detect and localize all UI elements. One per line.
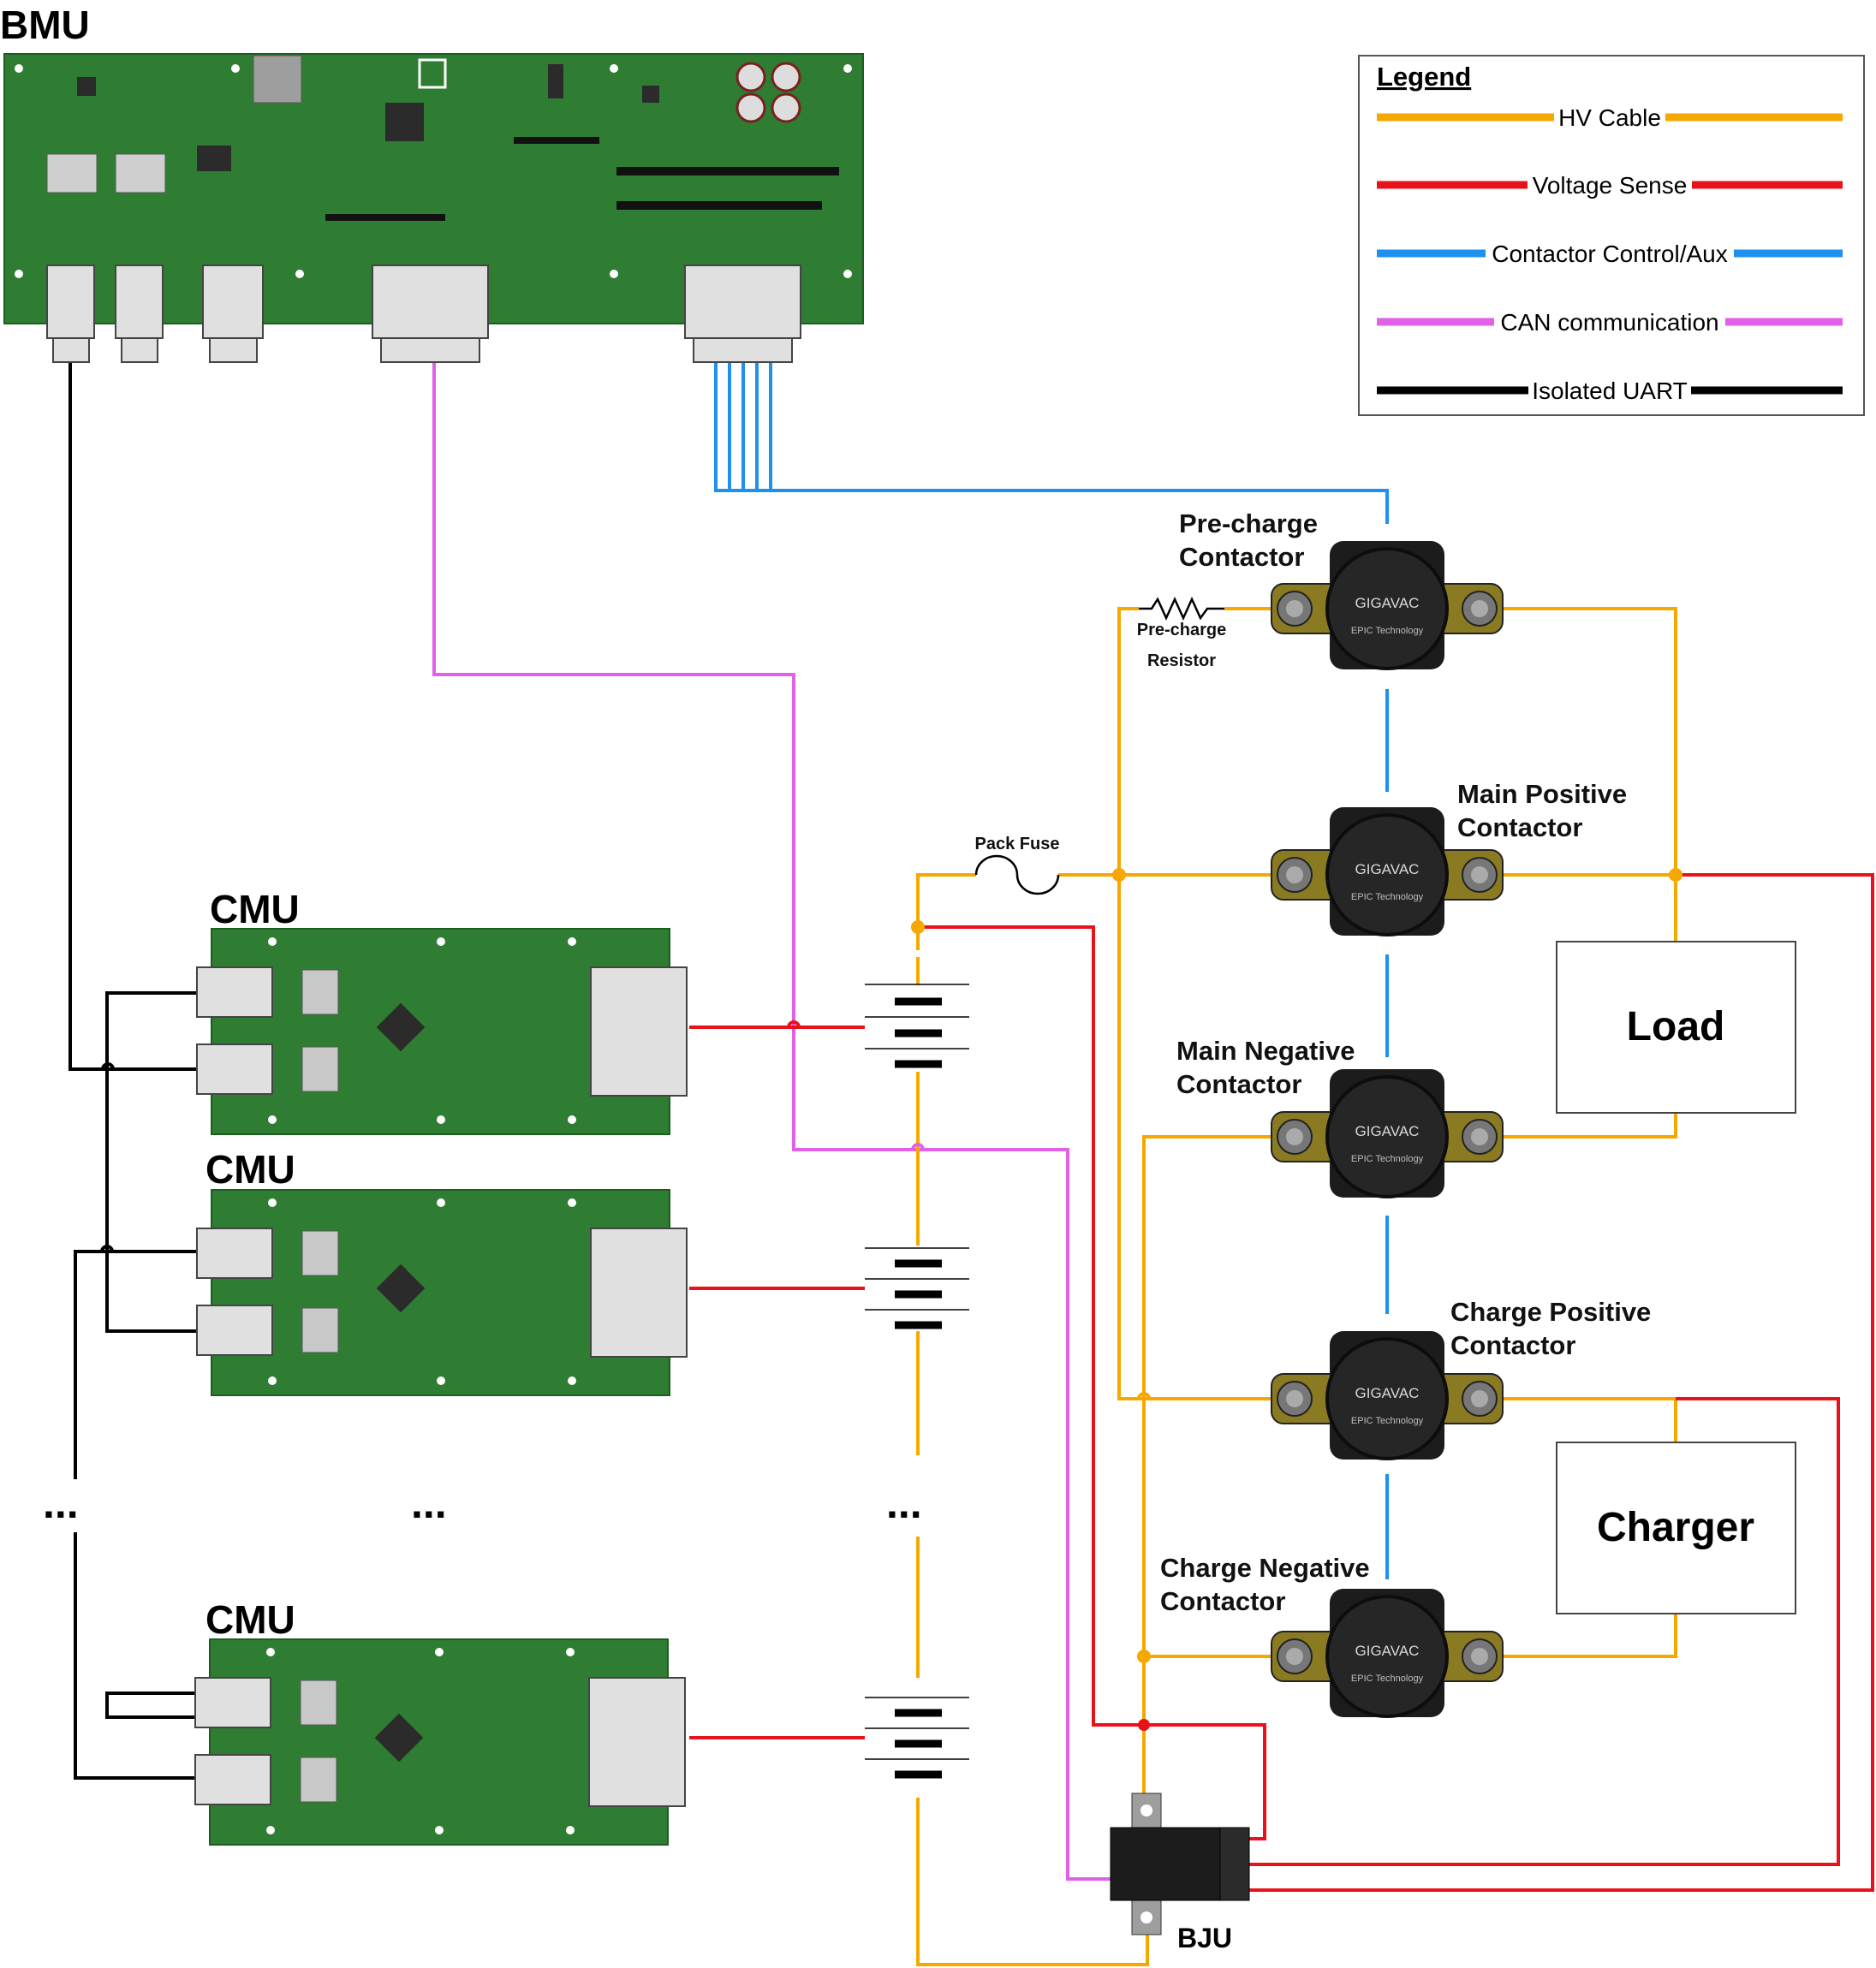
battery-cell (865, 1697, 969, 1779)
contactor-label-line2: Contactor (1176, 1069, 1301, 1099)
load-box: Load (1556, 941, 1796, 1114)
cmu-title: CMU (205, 1597, 295, 1642)
contactor-label-line1: Pre-charge (1179, 508, 1318, 538)
legend: Legend HV Cable Voltage Sense Contactor … (1358, 55, 1865, 416)
contactor-label-line1: Charge Negative (1160, 1553, 1370, 1583)
cmu-board-3: CMU (194, 1597, 686, 1846)
contactor-sub: EPIC Technology (1351, 626, 1424, 636)
ellipsis-cells: ... (886, 1479, 922, 1527)
contactor-brand: GIGAVAC (1355, 595, 1420, 611)
cmu-board-2: CMU (196, 1147, 688, 1396)
battery-cell (865, 1247, 969, 1329)
sense-wires (689, 873, 1874, 1892)
uart-wires (68, 358, 201, 1780)
contactor-label-line2: Contactor (1457, 812, 1582, 842)
bmu-title: BMU (0, 3, 90, 47)
ellipsis-cmu: ... (411, 1479, 447, 1527)
legend-label-control: Contactor Control/Aux (1492, 241, 1727, 267)
charger-label: Charger (1597, 1505, 1754, 1550)
bju-label: BJU (1177, 1923, 1232, 1953)
precharge-resistor-label-1: Pre-charge (1137, 621, 1227, 639)
wires (68, 358, 1874, 1966)
bju-device: BJU (1110, 1793, 1250, 1953)
contactor-sub: EPIC Technology (1351, 1154, 1424, 1164)
contactor-charge-positive: GIGAVAC EPIC Technology Charge Positive … (1271, 1297, 1651, 1460)
legend-title: Legend (1377, 62, 1471, 92)
ellipsis-uart: ... (43, 1479, 79, 1527)
contactor-sub: EPIC Technology (1351, 1674, 1424, 1684)
pack-fuse: Pack Fuse (975, 835, 1060, 895)
bmu-board (3, 53, 864, 363)
legend-label-uart: Isolated UART (1532, 378, 1688, 404)
precharge-resistor-label-2: Resistor (1147, 651, 1216, 670)
contactor-sub: EPIC Technology (1351, 892, 1424, 902)
contactor-label-line1: Main Positive (1457, 779, 1627, 809)
contactor-main-negative: GIGAVAC EPIC Technology Main Negative Co… (1176, 1036, 1504, 1198)
battery-cells (865, 984, 969, 1779)
battery-cell (865, 984, 969, 1068)
contactor-brand: GIGAVAC (1355, 1385, 1420, 1401)
contactor-sub: EPIC Technology (1351, 1416, 1424, 1426)
contactor-label-line2: Contactor (1450, 1330, 1575, 1360)
contactor-brand: GIGAVAC (1355, 1643, 1420, 1659)
cmu-title: CMU (210, 887, 300, 931)
contactor-main-positive: GIGAVAC EPIC Technology Main Positive Co… (1271, 779, 1627, 936)
contactor-label-line1: Main Negative (1176, 1036, 1355, 1066)
load-label: Load (1627, 1004, 1725, 1049)
can-wires (432, 358, 1115, 1881)
contactor-label-line1: Charge Positive (1450, 1297, 1651, 1327)
legend-label-hv: HV Cable (1558, 104, 1661, 131)
control-wires (714, 358, 1389, 1579)
legend-label-can: CAN communication (1500, 309, 1718, 336)
contactor-brand: GIGAVAC (1355, 1123, 1420, 1139)
contactor-label-line2: Contactor (1160, 1586, 1285, 1616)
charger-box: Charger (1556, 1442, 1796, 1614)
contactor-label-line2: Contactor (1179, 542, 1304, 572)
legend-label-sense: Voltage Sense (1533, 172, 1688, 199)
contactor-precharge: GIGAVAC EPIC Technology Pre-charge Conta… (1179, 508, 1504, 670)
junctions (911, 868, 1682, 1663)
precharge-resistor: Pre-charge Resistor (1137, 596, 1227, 670)
pack-fuse-label: Pack Fuse (975, 835, 1060, 853)
cmu-title: CMU (205, 1147, 295, 1192)
contactor-brand: GIGAVAC (1355, 861, 1420, 877)
contactor-charge-negative: GIGAVAC EPIC Technology Charge Negative … (1160, 1553, 1504, 1718)
cmu-board-1: CMU (196, 887, 688, 1135)
